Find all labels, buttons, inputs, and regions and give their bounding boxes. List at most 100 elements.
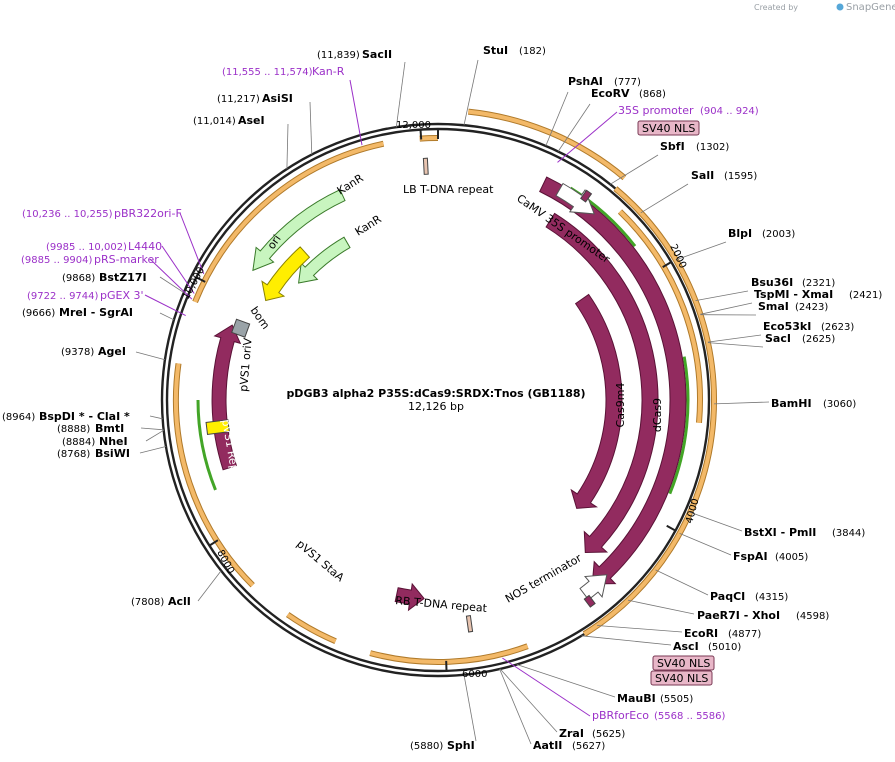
svg-text:SV40 NLS: SV40 NLS [655,672,708,685]
site-label-acli[interactable]: (7808)AclI [131,595,191,608]
svg-text:(10,236 .. 10,255): (10,236 .. 10,255) [22,209,113,220]
svg-text:MauBI: MauBI [617,692,656,705]
orange-arc-right [583,187,716,636]
site-label-fspai[interactable]: FspAI(4005) [733,550,808,563]
svg-text:(9868): (9868) [62,273,95,284]
site-leader-line-6 [675,241,727,261]
site-label-ecori[interactable]: EcoRI(4877) [684,627,761,640]
site-label-stui[interactable]: StuI(182) [483,44,546,57]
svg-text:AgeI: AgeI [98,345,126,358]
site-label-bmti[interactable]: (8888)BmtI [57,422,124,435]
orange-arc-2 [618,210,702,423]
tick-mark-1 [662,261,672,268]
primer-label-l4440[interactable]: (9985 .. 10,002)L4440 [46,240,162,253]
orange-arc-5 [173,363,255,587]
site-label-pshai[interactable]: PshAI(777) [568,75,641,88]
site-label-bamhi[interactable]: BamHI(3060) [771,397,856,410]
feature-nls-2 [583,594,596,608]
svg-text:(2623): (2623) [821,322,854,333]
plasmid-size: 12,126 bp [408,400,464,413]
site-label-bstz17i[interactable]: (9868)BstZ17I [62,271,147,284]
feature-rb-tdna [465,615,474,633]
site-leader-line-25 [145,429,164,442]
svg-text:AsiSI: AsiSI [262,92,293,105]
feature-label-rb-tdna: RB T-DNA repeat [395,594,488,615]
primer-label-kan-r[interactable]: (11,555 .. 11,574)Kan-R [222,65,345,78]
svg-text:FspAI: FspAI [733,550,768,563]
primer-label-prs-marker[interactable]: (9885 .. 9904)pRS-marker [21,253,159,266]
site-label-mrei-sgrai[interactable]: (9666)MreI - SgrAI [22,306,133,319]
feature-arrow-kanr-1 [252,189,346,272]
primer-label-pbrforeco[interactable]: pBRforEco(5568 .. 5586) [592,709,726,722]
site-label-ecorv[interactable]: EcoRV(868) [591,87,666,100]
site-label-bsiwi[interactable]: (8768)BsiWI [57,447,130,460]
svg-text:(1302): (1302) [696,142,729,153]
primer-label-35s-promoter[interactable]: 35S promoter(904 .. 924) [618,104,759,117]
site-label-bspdi-clai[interactable]: (8964)BspDI * - ClaI * [2,410,130,423]
svg-text:(5880): (5880) [410,741,443,752]
svg-text:(4598): (4598) [796,611,829,622]
site-label-blpi[interactable]: BlpI(2003) [728,227,795,240]
site-leader-line-7 [695,290,749,301]
site-label-asci[interactable]: AscI(5010) [673,640,741,653]
svg-text:(8768): (8768) [57,449,90,460]
site-leader-line-5 [640,183,689,214]
site-label-nhei[interactable]: (8884)NheI [62,435,128,448]
site-label-tspmi-xmai[interactable]: TspMI - XmaI(2421) [754,288,882,301]
green-arc-4 [196,399,217,491]
site-label-sbfi[interactable]: SbfI (1302) [660,140,729,153]
site-label-aatii[interactable]: AatII(5627) [533,739,605,752]
primer-leader-line-2 [502,657,591,717]
site-label-smai[interactable]: SmaI(2423) [758,300,828,313]
svg-text:SV40 NLS: SV40 NLS [642,122,695,135]
svg-text:L4440: L4440 [128,240,162,253]
watermark-created-by: Created by [754,3,798,12]
snapgene-logo-icon [836,3,844,11]
svg-text:SacII: SacII [362,48,392,61]
site-leader-line-24 [139,446,166,454]
site-label-maubi[interactable]: MauBI (5505) [617,692,693,705]
site-label-asei[interactable]: (11,014)AseI [193,114,265,127]
site-label-bstxi-pmli[interactable]: BstXI - PmlI(3844) [744,526,865,539]
site-leader-line-16 [627,599,695,615]
svg-text:(9666): (9666) [22,308,55,319]
nls-label-2: SV40 NLS [652,655,715,671]
svg-text:(777): (777) [614,77,641,88]
svg-text:PaeR7I - XhoI: PaeR7I - XhoI [697,609,780,622]
site-leader-line-20 [499,668,558,733]
site-label-zrai[interactable]: ZraI(5625) [559,727,625,740]
svg-text:(7808): (7808) [131,597,164,608]
site-label-sali[interactable]: SalI(1595) [691,169,757,182]
site-label-saci[interactable]: SacI(2625) [765,332,835,345]
svg-text:BmtI: BmtI [95,422,124,435]
feature-arrow-nos [579,574,608,601]
site-label-bsu36i[interactable]: Bsu36I(2321) [751,276,835,289]
site-label-paqci[interactable]: PaqCI(4315) [710,590,788,603]
svg-text:SphI: SphI [447,739,475,752]
site-label-agei[interactable]: (9378)AgeI [61,345,126,358]
watermark-brand: SnapGene [846,2,895,13]
tick-mark-layer [195,129,676,671]
primer-leader-line-3 [144,294,186,317]
svg-text:SbfI: SbfI [660,140,685,153]
feature-arrow-cas9 [570,293,623,509]
feature-nls-1 [580,189,593,203]
site-label-eco53ki[interactable]: Eco53kI (2623) [763,320,854,333]
svg-text:35S promoter: 35S promoter [618,104,694,117]
primer-label-pbr322ori-f[interactable]: (10,236 .. 10,255)pBR322ori-F [22,207,182,220]
site-label-sacii[interactable]: (11,839)SacII [317,48,392,61]
svg-text:(5625): (5625) [592,729,625,740]
site-leader-line-8 [700,302,753,315]
svg-text:Eco53kI: Eco53kI [763,320,811,333]
feature-arrows-layer [205,157,687,633]
site-label-asisi[interactable]: (11,217)AsiSI [217,92,293,105]
primer-label-pgex-3[interactable]: (9722 .. 9744)pGEX 3' [27,289,144,302]
svg-text:StuI: StuI [483,44,508,57]
svg-text:pBRforEco: pBRforEco [592,709,649,722]
site-label-paer7i-xhoi[interactable]: PaeR7I - XhoI (4598) [697,609,829,622]
site-leader-line-1 [463,59,479,126]
svg-text:(5505): (5505) [660,694,693,705]
svg-text:(8964): (8964) [2,412,35,423]
site-label-sphi[interactable]: (5880) SphI [410,739,475,752]
